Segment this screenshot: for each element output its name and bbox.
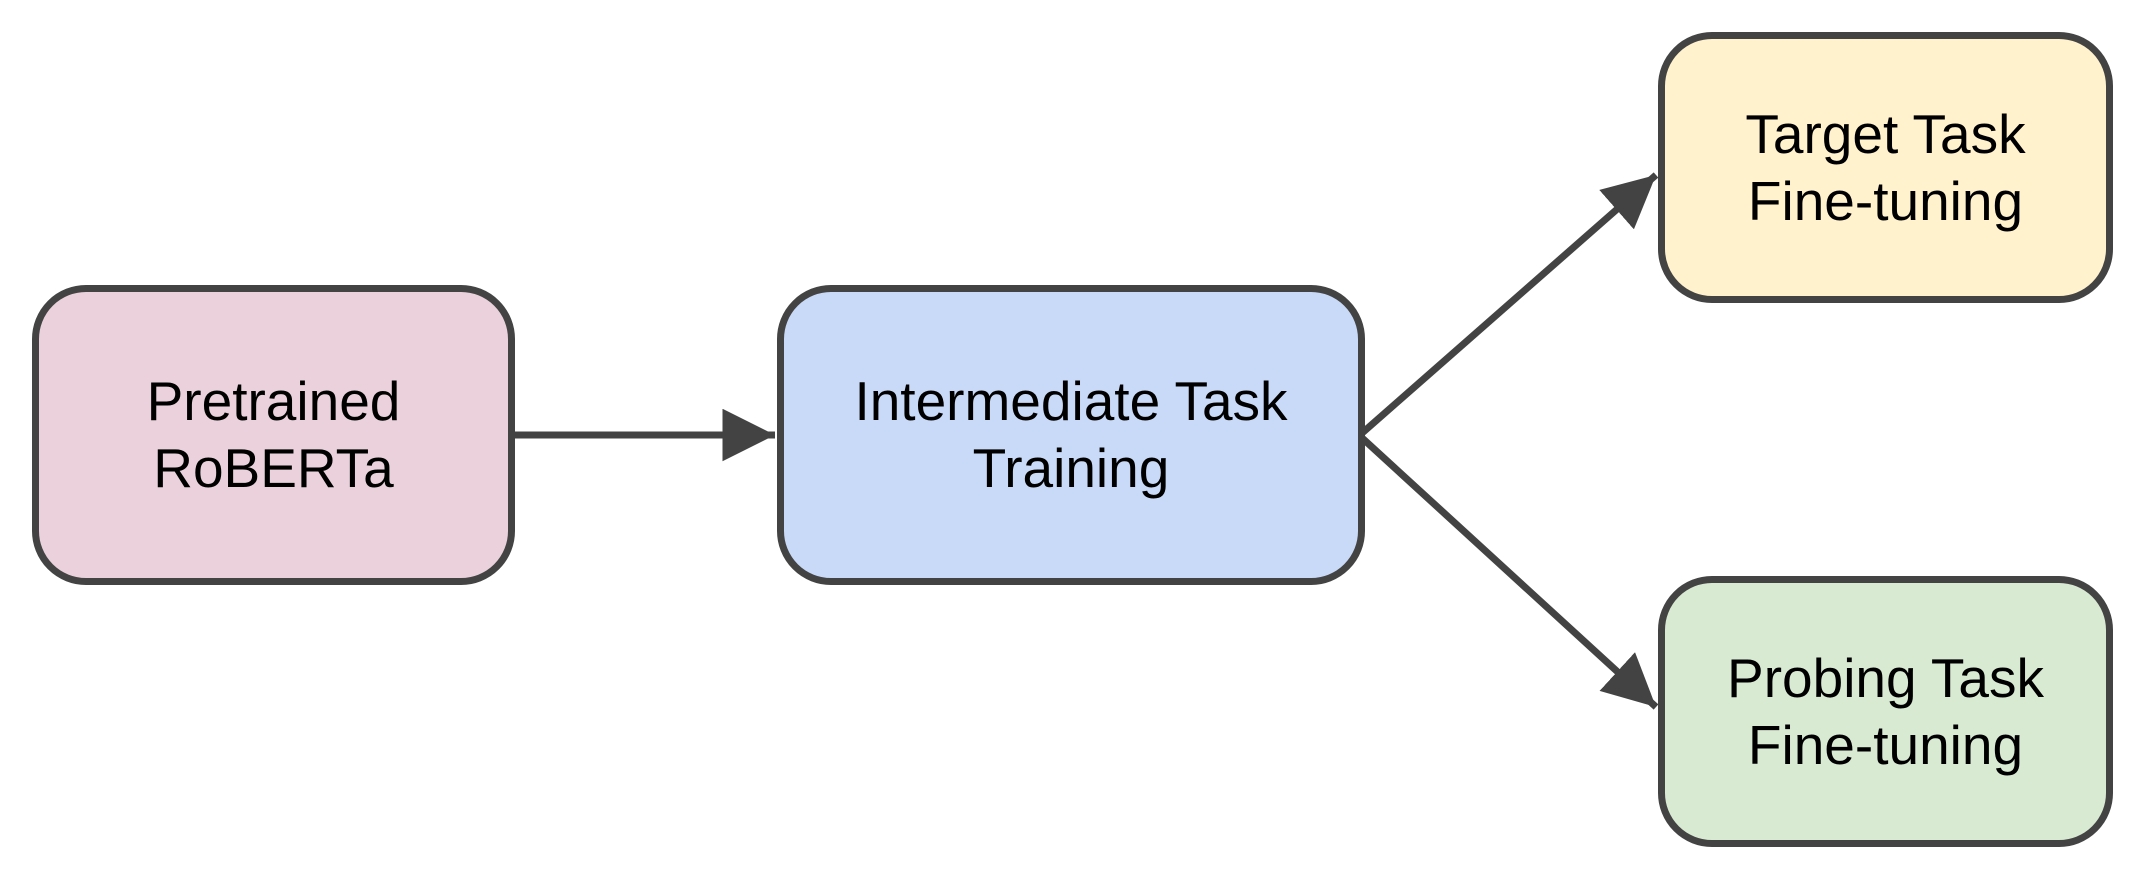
- node-target-task-fine-tuning: Target Task Fine-tuning: [1658, 32, 2113, 303]
- node-pretrained-line2: RoBERTa: [153, 437, 394, 499]
- node-target-line1: Target Task: [1745, 102, 2026, 165]
- node-probing-line1: Probing Task: [1727, 646, 2044, 709]
- node-pretrained-line1: Pretrained: [146, 370, 401, 432]
- node-pretrained-roberta: Pretrained RoBERTa: [32, 285, 515, 585]
- node-intermediate-line2: Training: [972, 437, 1170, 499]
- node-probing-task-fine-tuning: Probing Task Fine-tuning: [1658, 576, 2113, 847]
- node-intermediate-task-training: Intermediate Task Training: [777, 285, 1365, 585]
- node-probing-line2: Fine-tuning: [1747, 713, 2024, 776]
- node-target-line2: Fine-tuning: [1747, 169, 2024, 232]
- edge-intermediate-to-probing: [1358, 434, 1659, 710]
- node-intermediate-line1: Intermediate Task: [854, 370, 1288, 432]
- edge-intermediate-to-target: [1358, 172, 1659, 437]
